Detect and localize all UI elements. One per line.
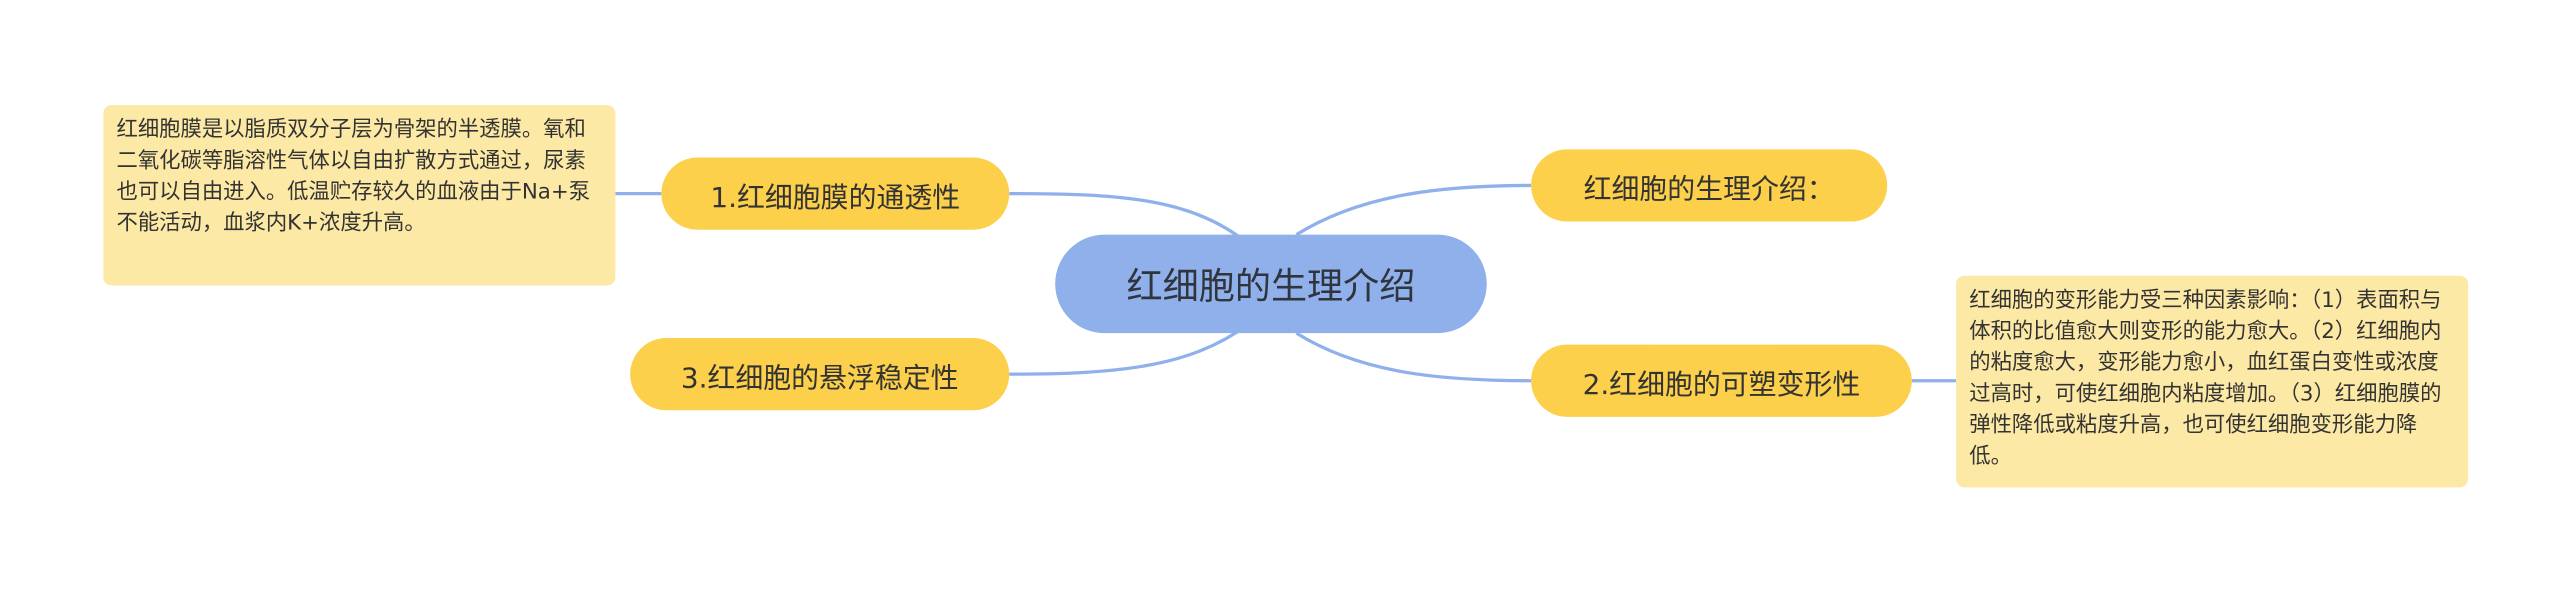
topic-label-suspension: 3.红细胞的悬浮稳定性 [680,361,959,395]
topic-node-intro[interactable]: 红细胞的生理介绍： [1531,149,1888,222]
note-text-permeability: 红细胞膜是以脂质双分子层为骨架的半透膜。氧和二氧化碳等脂溶性气体以自由扩散方式通… [116,118,591,237]
topic-node-suspension[interactable]: 3.红细胞的悬浮稳定性 [630,338,1010,411]
topic-label-permeability: 1.红细胞膜的通透性 [710,181,961,215]
topic-label-intro: 红细胞的生理介绍： [1583,173,1835,206]
note-permeability[interactable]: 红细胞膜是以脂质双分子层为骨架的半透膜。氧和二氧化碳等脂溶性气体以自由扩散方式通… [103,105,616,286]
note-deformability[interactable]: 红细胞的变形能力受三种因素影响：（1）表面积与体积的比值愈大则变形的能力愈大。（… [1956,275,2469,488]
note-text-deformability: 红细胞的变形能力受三种因素影响：（1）表面积与体积的比值愈大则变形的能力愈大。（… [1969,288,2442,470]
topic-node-permeability[interactable]: 1.红细胞膜的通透性 [661,157,1010,230]
topic-label-deformability: 2.红细胞的可塑变形性 [1582,368,1861,402]
connector-root-suspension [1009,323,1249,376]
root-label: 红细胞的生理介绍 [1126,267,1416,309]
connector-root-permeability [1009,191,1249,245]
connector-root-intro [1295,183,1532,237]
connector-root-deformability [1295,331,1532,383]
root-node[interactable]: 红细胞的生理介绍 [1055,234,1487,334]
topic-node-deformability[interactable]: 2.红细胞的可塑变形性 [1531,344,1912,417]
